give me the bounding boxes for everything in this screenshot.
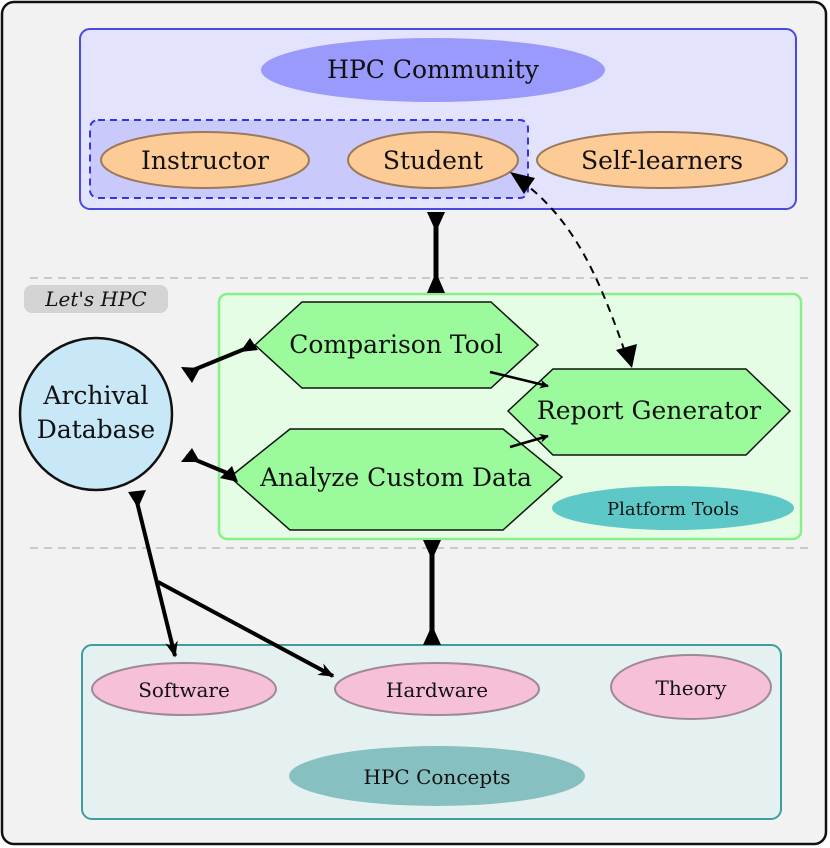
platform-tools-label-bg xyxy=(552,486,794,530)
database-comparison-cap-a xyxy=(181,367,200,383)
analyze-report-link xyxy=(509,433,549,449)
hardware-node xyxy=(334,662,540,716)
comparison-report-link xyxy=(489,370,549,389)
platform-tools-label: Platform Tools xyxy=(607,499,739,520)
theory-node xyxy=(610,654,772,720)
student-node xyxy=(347,131,519,189)
database-software-link xyxy=(134,497,178,658)
report-generator-node xyxy=(506,368,792,456)
student-link-arrow xyxy=(510,172,535,194)
instructor-label: Instructor xyxy=(141,146,269,175)
theory-label: Theory xyxy=(656,676,728,700)
software-label: Software xyxy=(138,678,230,702)
hardware-label: Hardware xyxy=(386,678,488,702)
lets-hpc-label: Let's HPC xyxy=(44,287,146,311)
concepts-label: HPC Concepts xyxy=(364,765,511,789)
archival-database-label-line2: Database xyxy=(37,415,155,444)
database-link-cap xyxy=(128,490,146,508)
instructor-node xyxy=(100,131,310,189)
analyze-custom-data-node xyxy=(228,428,564,531)
comparison-tool-label: Comparison Tool xyxy=(289,330,503,359)
database-analyze-cap-b xyxy=(220,466,238,482)
platform-link-cap-top xyxy=(423,540,441,560)
lets-hpc-tag xyxy=(24,285,168,313)
community-link-cap-bottom xyxy=(427,272,445,293)
self-learners-label: Self-learners xyxy=(581,146,743,175)
student-report-link xyxy=(519,179,627,356)
analyze-custom-data-label: Analyze Custom Data xyxy=(259,463,532,492)
report-generator-label: Report Generator xyxy=(537,396,761,425)
database-comparison-cap-b xyxy=(240,338,258,352)
software-node xyxy=(91,662,277,716)
database-hardware-link xyxy=(157,580,335,678)
database-analyze-cap-a xyxy=(181,448,200,462)
archival-database-node xyxy=(18,336,174,492)
community-label: HPC Community xyxy=(327,55,540,84)
platform-link-cap-bottom xyxy=(423,625,441,645)
comparison-tool-node xyxy=(253,301,540,389)
self-learners-node xyxy=(536,131,788,189)
concepts-label-bg xyxy=(289,746,585,806)
community-link-cap-top xyxy=(427,212,445,232)
report-link-arrow xyxy=(616,344,637,368)
student-label: Student xyxy=(383,146,483,175)
community-label-bg xyxy=(261,38,605,102)
archival-database-label-line1: Archival xyxy=(42,381,148,410)
